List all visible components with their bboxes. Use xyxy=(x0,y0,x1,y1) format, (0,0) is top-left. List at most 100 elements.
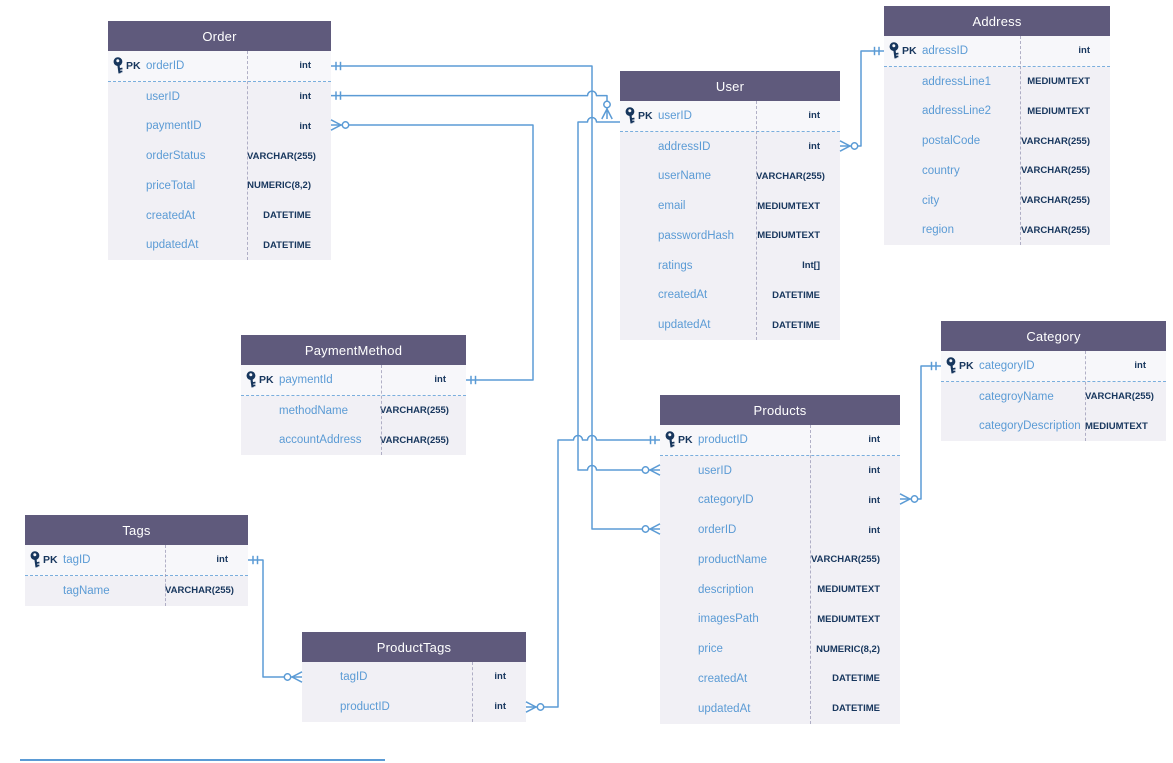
pk-label: PK xyxy=(43,553,58,566)
key-icon xyxy=(889,42,899,59)
row-tags-tagName[interactable]: tagName VARCHAR(255) xyxy=(25,576,248,606)
row-user-createdAt[interactable]: createdAt DATETIME xyxy=(620,281,840,311)
row-products-updatedAt[interactable]: updatedAt DATETIME xyxy=(660,694,900,724)
entity-table-header[interactable]: Tags xyxy=(25,515,248,545)
entity-table-header[interactable]: PaymentMethod xyxy=(241,335,466,365)
relationship-connector[interactable] xyxy=(331,90,608,119)
row-products-price[interactable]: price NUMERIC(8,2) xyxy=(660,634,900,664)
row-products-imagesPath[interactable]: imagesPath MEDIUMTEXT xyxy=(660,605,900,635)
row-address-postalCode[interactable]: postalCode VARCHAR(255) xyxy=(884,126,1110,156)
relationship-connector[interactable] xyxy=(526,434,660,708)
row-products-description[interactable]: description MEDIUMTEXT xyxy=(660,575,900,605)
field-type: DATETIME xyxy=(263,210,311,222)
row-address-addressLine2[interactable]: addressLine2 MEDIUMTEXT xyxy=(884,97,1110,127)
field-type: VARCHAR(255) xyxy=(380,405,449,417)
entity-table-address[interactable]: Address PK adressID int addressLine1 MED… xyxy=(884,6,1110,246)
row-category-categoryID[interactable]: PK categoryID int xyxy=(941,351,1166,382)
row-products-productName[interactable]: productName VARCHAR(255) xyxy=(660,545,900,575)
entity-table-header[interactable]: Products xyxy=(660,395,900,425)
entity-table-user[interactable]: User PK userID int addressID int userNam… xyxy=(620,71,840,340)
entity-table-category[interactable]: Category PK categoryID int categroyName … xyxy=(941,321,1166,442)
field-type: DATETIME xyxy=(832,703,880,715)
row-address-region[interactable]: region VARCHAR(255) xyxy=(884,216,1110,246)
entity-table-tags[interactable]: Tags PK tagID int tagName VARCHAR(255) xyxy=(25,515,248,606)
relationship-order-paymentid--paymentmethod-paymentid xyxy=(330,119,534,385)
entity-table-body: PK userID int addressID int userName VAR… xyxy=(620,101,840,340)
row-user-passwordHash[interactable]: passwordHash MEDIUMTEXT xyxy=(620,221,840,251)
field-type: int xyxy=(299,91,311,103)
pk-label: PK xyxy=(959,359,974,372)
row-address-city[interactable]: city VARCHAR(255) xyxy=(884,186,1110,216)
row-order-priceTotal[interactable]: priceTotal NUMERIC(8,2) xyxy=(108,171,331,201)
relationship-connector[interactable] xyxy=(331,124,534,381)
row-address-country[interactable]: country VARCHAR(255) xyxy=(884,156,1110,186)
row-order-orderID[interactable]: PK orderID int xyxy=(108,51,331,82)
field-name: addressID xyxy=(658,140,711,153)
primary-key-badge: PK xyxy=(241,371,279,388)
row-user-userName[interactable]: userName VARCHAR(255) xyxy=(620,162,840,192)
row-order-updatedAt[interactable]: updatedAt DATETIME xyxy=(108,231,331,261)
field-name: email xyxy=(658,200,686,213)
entity-table-producttags[interactable]: ProductTags tagID int productID int xyxy=(302,632,526,722)
field-type: int xyxy=(434,374,446,386)
row-order-orderStatus[interactable]: orderStatus VARCHAR(255) xyxy=(108,141,331,171)
row-user-userID[interactable]: PK userID int xyxy=(620,101,840,132)
entity-table-body: PK tagID int tagName VARCHAR(255) xyxy=(25,545,248,606)
relationship-connector[interactable] xyxy=(577,116,660,471)
field-type: NUMERIC(8,2) xyxy=(816,643,880,655)
row-address-adressID[interactable]: PK adressID int xyxy=(884,36,1110,67)
row-category-categroyName[interactable]: categroyName VARCHAR(255) xyxy=(941,382,1166,412)
entity-table-products[interactable]: Products PK productID int userID int cat… xyxy=(660,395,900,724)
entity-table-header[interactable]: Address xyxy=(884,6,1110,36)
field-name: updatedAt xyxy=(658,319,711,332)
field-name: createdAt xyxy=(658,289,708,302)
row-order-userID[interactable]: userID int xyxy=(108,82,331,112)
row-products-productID[interactable]: PK productID int xyxy=(660,425,900,456)
row-paymentmethod-paymentId[interactable]: PK paymentId int xyxy=(241,365,466,396)
field-name: updatedAt xyxy=(698,702,751,715)
entity-table-order[interactable]: Order PK orderID int userID int paymentI… xyxy=(108,21,331,261)
row-producttags-tagID[interactable]: tagID int xyxy=(302,662,526,692)
entity-table-header[interactable]: Category xyxy=(941,321,1166,351)
entity-table-title: Address xyxy=(972,13,1022,29)
row-user-addressID[interactable]: addressID int xyxy=(620,132,840,162)
row-order-createdAt[interactable]: createdAt DATETIME xyxy=(108,201,331,231)
row-category-categoryDescription[interactable]: categoryDescription MEDIUMTEXT xyxy=(941,412,1166,442)
row-products-orderID[interactable]: orderID int xyxy=(660,515,900,545)
row-products-categoryID[interactable]: categoryID int xyxy=(660,486,900,516)
row-order-paymentID[interactable]: paymentID int xyxy=(108,112,331,142)
entity-table-header[interactable]: Order xyxy=(108,21,331,51)
field-name: userID xyxy=(146,90,180,103)
field-type: int xyxy=(808,141,820,153)
row-user-email[interactable]: email MEDIUMTEXT xyxy=(620,191,840,221)
row-paymentmethod-accountAddress[interactable]: accountAddress VARCHAR(255) xyxy=(241,426,466,456)
row-products-createdAt[interactable]: createdAt DATETIME xyxy=(660,664,900,694)
entity-table-header[interactable]: ProductTags xyxy=(302,632,526,662)
relationship-connector[interactable] xyxy=(900,365,941,500)
field-name: ratings xyxy=(658,259,693,272)
row-products-userID[interactable]: userID int xyxy=(660,456,900,486)
entity-table-title: User xyxy=(715,78,745,94)
row-tags-tagID[interactable]: PK tagID int xyxy=(25,545,248,576)
relationship-connector[interactable] xyxy=(331,65,660,530)
field-name: addressLine2 xyxy=(922,105,992,118)
field-name: categoryID xyxy=(698,494,754,507)
field-name: region xyxy=(922,224,954,237)
row-user-updatedAt[interactable]: updatedAt DATETIME xyxy=(620,310,840,340)
relationship-connector[interactable] xyxy=(840,50,884,147)
field-type: int xyxy=(868,524,880,536)
field-type: DATETIME xyxy=(772,319,820,331)
row-address-addressLine1[interactable]: addressLine1 MEDIUMTEXT xyxy=(884,67,1110,97)
row-paymentmethod-methodName[interactable]: methodName VARCHAR(255) xyxy=(241,396,466,426)
field-name: categoryID xyxy=(979,359,1035,372)
row-user-ratings[interactable]: ratings Int[] xyxy=(620,251,840,281)
row-producttags-productID[interactable]: productID int xyxy=(302,692,526,722)
field-type: Int[] xyxy=(802,260,820,272)
entity-table-paymentmethod[interactable]: PaymentMethod PK paymentId int methodNam… xyxy=(241,335,466,456)
field-name: userID xyxy=(658,109,692,122)
entity-table-header[interactable]: User xyxy=(620,71,840,101)
relationship-connector[interactable] xyxy=(248,559,302,678)
column-divider xyxy=(381,365,382,456)
field-type: int xyxy=(868,434,880,446)
field-name: userID xyxy=(698,464,732,477)
